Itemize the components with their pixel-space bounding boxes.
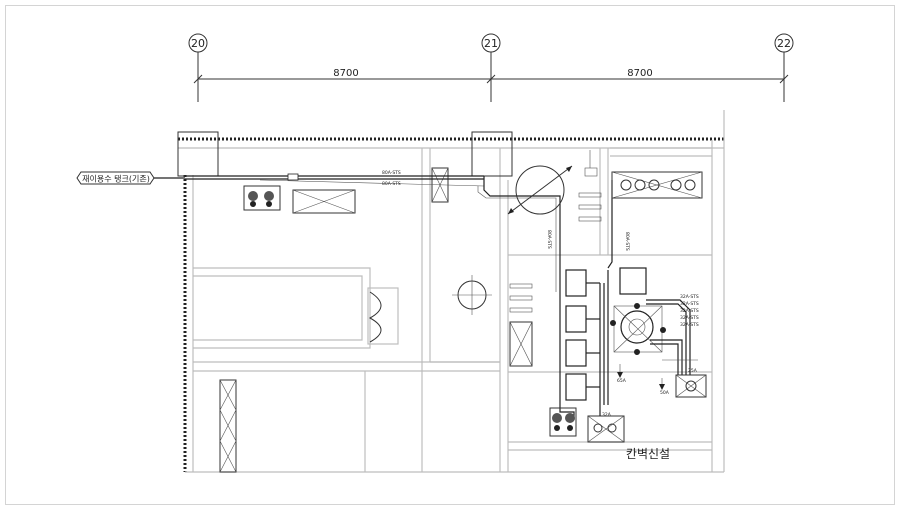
circular-tank [507,165,573,215]
pipe-label-stack-1: 32A-STS [680,294,699,300]
wall-note-label: 칸벽신설 [626,447,670,461]
grid-label-21: 21 [484,37,498,50]
pipe-size-d: 25A [688,368,698,374]
drawing-frame [5,5,895,505]
reuse-tank-tag: 재이용수 탱크(기존) [76,171,185,185]
grid-axes: 20 21 22 8700 8700 [188,33,794,102]
pipe-size-c: 32A [602,412,612,418]
pipe-label-stack-4: 32A-STS [680,315,699,321]
reuse-tank-label: 재이용수 탱크(기존) [82,174,150,184]
pipe-label-stack-2: 32A-STS [680,301,699,307]
pipe-label-stack-3: 32A-STS [680,308,699,314]
pipe-size-b: 50A [660,390,670,396]
lower-equipment: 65A 50A 32A 25A [549,364,707,443]
pipe-label-main-top: 80A-STS [382,170,401,176]
pipe-label-stack: 32A-STS 32A-STS 32A-STS 32A-STS 32A-STS [680,294,699,328]
pipe-label-vertical-b: 80A-STS [624,232,630,251]
treatment-units [559,267,647,405]
central-vessel [610,299,698,375]
pipe-label-vertical-a: 80A-STS [546,230,552,249]
building-walls [177,110,725,473]
pipe-valve [287,173,299,181]
main-pipes: 80A-STS 80A-STS 80A-STS 80A-STS [185,170,630,292]
pipe-label-main-low: 80A-STS [382,181,401,187]
braced-column [219,379,237,473]
pipe-size-a: 65A [617,378,627,384]
dimension-span-2: 8700 [627,68,652,79]
grid-label-22: 22 [777,37,791,50]
dimension-span-1: 8700 [333,68,358,79]
pipe-label-stack-5: 32A-STS [680,322,699,328]
pump-cluster-top [611,171,703,199]
grid-label-20: 20 [191,37,205,50]
crossed-panel [292,189,356,214]
column-box-mid [471,131,513,177]
pump-set-left [243,185,281,211]
